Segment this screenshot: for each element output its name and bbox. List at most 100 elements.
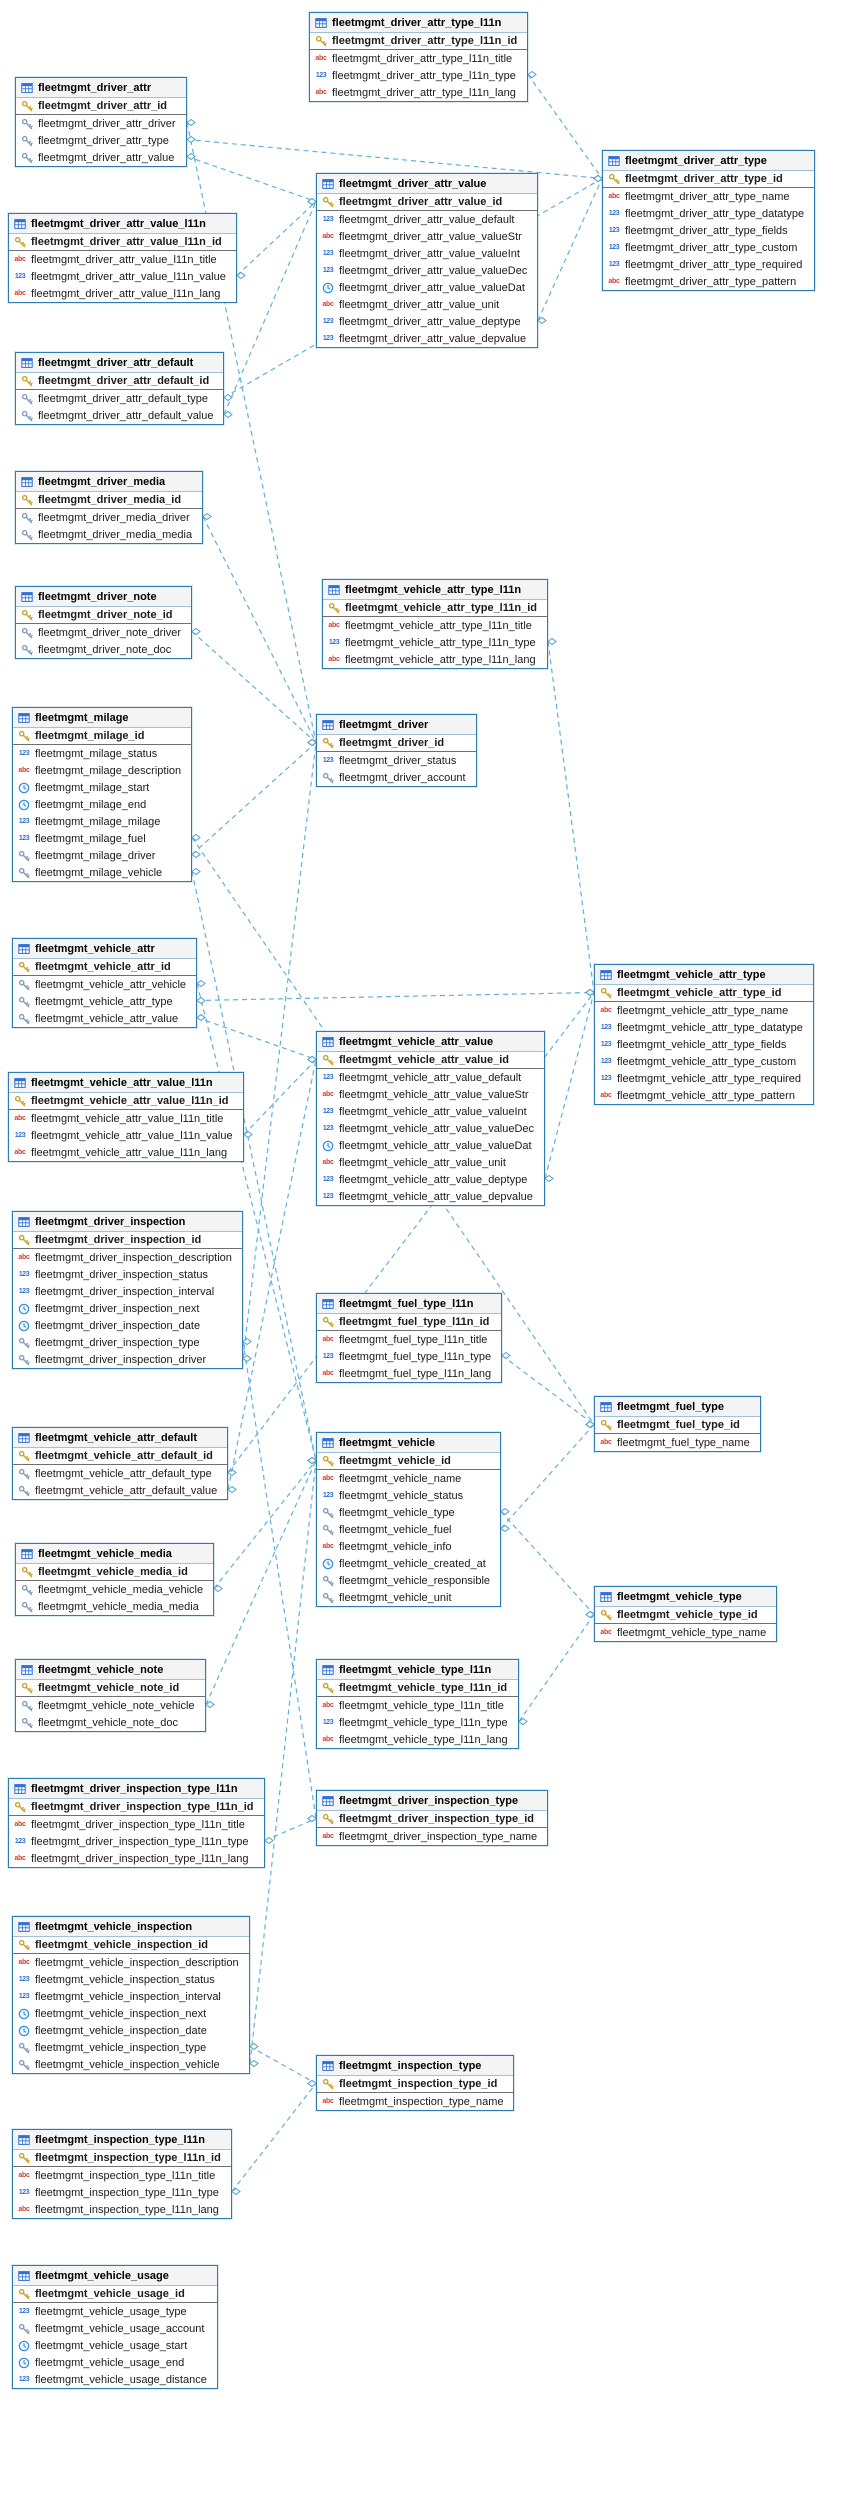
table-fleetmgmt_driver_attr[interactable]: fleetmgmt_driver_attr fleetmgmt_driver_at… [15, 77, 187, 167]
primary-key-row[interactable]: fleetmgmt_inspection_type_l11n_id [13, 2150, 231, 2167]
table-header[interactable]: fleetmgmt_vehicle_attr_value [317, 1032, 545, 1052]
table-fleetmgmt_vehicle_attr_default[interactable]: fleetmgmt_vehicle_attr_default fleetmgmt_… [12, 1427, 229, 1500]
table-header[interactable]: fleetmgmt_driver_attr_default [16, 353, 224, 373]
column-row[interactable]: fleetmgmt_vehicle_usage_end [13, 2354, 217, 2371]
table-header[interactable]: fleetmgmt_vehicle_attr_type [595, 965, 813, 985]
primary-key-row[interactable]: fleetmgmt_inspection_type_id [317, 2076, 514, 2093]
table-header[interactable]: fleetmgmt_driver_inspection [13, 1212, 242, 1232]
primary-key-row[interactable]: fleetmgmt_fuel_type_id [595, 1417, 760, 1434]
primary-key-row[interactable]: fleetmgmt_milage_id [13, 728, 192, 745]
column-row[interactable]: fleetmgmt_milage_driver [13, 847, 191, 864]
table-header[interactable]: fleetmgmt_driver_note [16, 587, 192, 607]
table-fleetmgmt_driver_inspection[interactable]: fleetmgmt_driver_inspection fleetmgmt_dri… [12, 1211, 243, 1369]
column-row[interactable]: fleetmgmt_vehicle_attr_default_value [13, 1482, 227, 1499]
table-header[interactable]: fleetmgmt_vehicle_attr_type_l11n [323, 580, 547, 600]
column-row[interactable]: fleetmgmt_vehicle_note_doc [16, 1714, 205, 1731]
column-row[interactable]: fleetmgmt_vehicle_media_vehicle [16, 1581, 213, 1598]
table-header[interactable]: fleetmgmt_driver [317, 715, 476, 735]
primary-key-row[interactable]: fleetmgmt_driver_inspection_type_l11n_id [9, 1799, 264, 1816]
column-row[interactable]: fleetmgmt_driver_account [317, 769, 476, 786]
column-row[interactable]: fleetmgmt_vehicle_unit [317, 1589, 500, 1606]
column-row[interactable]: fleetmgmt_vehicle_created_at [317, 1555, 500, 1572]
column-row[interactable]: fleetmgmt_vehicle_type [317, 1504, 500, 1521]
column-row[interactable]: fleetmgmt_driver_note_doc [16, 641, 191, 658]
table-header[interactable]: fleetmgmt_vehicle_attr_default [13, 1428, 228, 1448]
column-row[interactable]: fleetmgmt_vehicle_attr_default_type [13, 1465, 227, 1482]
table-header[interactable]: fleetmgmt_inspection_type_l11n [13, 2130, 231, 2150]
column-row[interactable]: fleetmgmt_vehicle_fuel [317, 1521, 500, 1538]
column-row[interactable]: fleetmgmt_vehicle_note_vehicle [16, 1697, 205, 1714]
column-row[interactable]: fleetmgmt_driver_note_driver [16, 624, 191, 641]
table-header[interactable]: fleetmgmt_driver_attr_type [603, 151, 815, 171]
column-row[interactable]: fleetmgmt_vehicle_inspection_type [13, 2039, 249, 2056]
table-header[interactable]: fleetmgmt_vehicle_attr_value_l11n [9, 1073, 243, 1093]
table-header[interactable]: fleetmgmt_driver_attr_type_l11n [310, 13, 528, 33]
column-row[interactable]: fleetmgmt_vehicle_inspection_vehicle [13, 2056, 249, 2073]
table-header[interactable]: fleetmgmt_driver_attr [16, 78, 186, 98]
table-fleetmgmt_driver_media[interactable]: fleetmgmt_driver_media fleetmgmt_driver_m… [15, 471, 204, 544]
table-header[interactable]: fleetmgmt_fuel_type_l11n [317, 1294, 502, 1314]
table-header[interactable]: fleetmgmt_vehicle_note [16, 1660, 205, 1680]
column-row[interactable]: fleetmgmt_milage_end [13, 796, 191, 813]
primary-key-row[interactable]: fleetmgmt_vehicle_id [317, 1453, 501, 1470]
column-row[interactable]: fleetmgmt_vehicle_responsible [317, 1572, 500, 1589]
column-row[interactable]: fleetmgmt_driver_attr_value [16, 149, 186, 166]
column-row[interactable]: fleetmgmt_driver_media_media [16, 526, 202, 543]
column-row[interactable]: fleetmgmt_driver_inspection_next [13, 1300, 242, 1317]
table-header[interactable]: fleetmgmt_vehicle [317, 1433, 501, 1453]
column-row[interactable]: fleetmgmt_milage_vehicle [13, 864, 191, 881]
table-header[interactable]: fleetmgmt_inspection_type [317, 2056, 514, 2076]
column-row[interactable]: fleetmgmt_vehicle_inspection_date [13, 2022, 249, 2039]
column-row[interactable]: fleetmgmt_driver_inspection_type [13, 1334, 242, 1351]
column-row[interactable]: fleetmgmt_driver_attr_default_type [16, 390, 223, 407]
column-row[interactable]: fleetmgmt_vehicle_attr_value_valueDat [317, 1137, 544, 1154]
table-fleetmgmt_driver_attr_default[interactable]: fleetmgmt_driver_attr_default fleetmgmt_d… [15, 352, 225, 425]
table-header[interactable]: fleetmgmt_driver_inspection_type [317, 1791, 548, 1811]
table-header[interactable]: fleetmgmt_vehicle_usage [13, 2266, 217, 2286]
primary-key-row[interactable]: fleetmgmt_vehicle_media_id [16, 1564, 214, 1581]
column-row[interactable]: fleetmgmt_driver_inspection_driver [13, 1351, 242, 1368]
table-header[interactable]: fleetmgmt_driver_media [16, 472, 203, 492]
primary-key-row[interactable]: fleetmgmt_vehicle_inspection_id [13, 1937, 249, 1954]
